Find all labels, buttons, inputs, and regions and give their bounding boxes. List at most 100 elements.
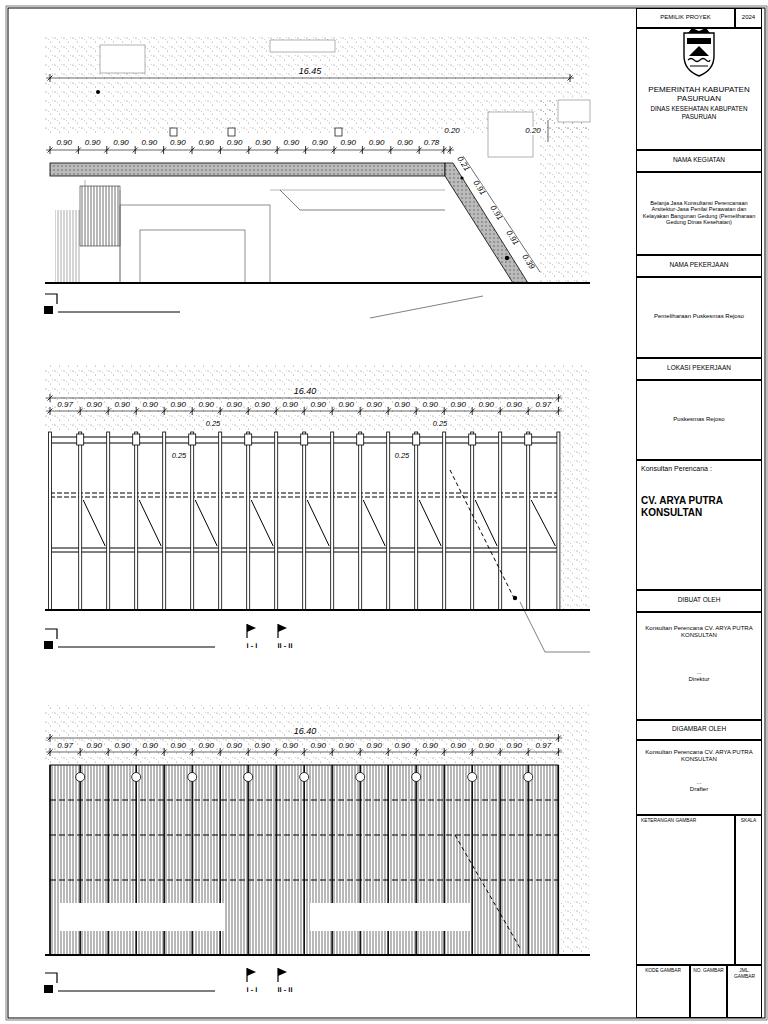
bolt-symbol (188, 773, 197, 782)
diagonal-brace (139, 500, 161, 546)
dimension-text: 16.40 (293, 727, 318, 736)
view-marker (44, 641, 53, 649)
dimension-text: 0.90 (368, 139, 386, 147)
post-cap (335, 128, 342, 136)
bolt-symbol (356, 773, 365, 782)
owner-block: PEMERINTAH KABUPATEN PASURUANDINAS KESEH… (636, 28, 762, 150)
dimension-text: 0.90 (169, 742, 187, 750)
ground-stipple (560, 765, 590, 955)
dimension-tick (246, 146, 251, 154)
dimension-text: 0.90 (449, 401, 467, 409)
hatched-wall (55, 210, 80, 283)
dimension-tick (358, 748, 363, 756)
dimension-tick (106, 407, 111, 415)
cell-subtext: ... (641, 779, 757, 786)
bolt-symbol (412, 773, 421, 782)
post-cap (228, 128, 235, 136)
dimension-tick (442, 748, 447, 756)
dimension-tick (442, 407, 447, 415)
dimension-text: 0.90 (55, 139, 73, 147)
dimension-text: 0.90 (112, 139, 130, 147)
header-cell: PEMILIK PROYEK (636, 8, 735, 28)
logo-band (687, 38, 711, 44)
cell-text: DIBUAT OLEH (641, 596, 757, 603)
header-cell: LOKASI PEKERJAAN (636, 358, 762, 380)
dimension-tick (78, 407, 83, 415)
fence-post (275, 432, 278, 610)
dimension-tick (104, 146, 109, 154)
fence-rail (50, 163, 445, 176)
section-mark: ii - ii (277, 986, 294, 994)
void-area (310, 903, 470, 931)
cell-text: PEMILIK PROYEK (641, 14, 730, 21)
fence-post (107, 432, 110, 610)
bolt-plate (133, 434, 140, 445)
dimension-tick (275, 146, 280, 154)
void-area (270, 40, 335, 52)
dimension-tick (48, 394, 53, 402)
dimension-text: 0.90 (84, 139, 102, 147)
dimension-text: 0.90 (113, 742, 131, 750)
dimension-tick (441, 146, 446, 154)
dimension-tick (134, 407, 139, 415)
bolt-symbol (132, 773, 141, 782)
dimension-text: 16.45 (298, 67, 323, 76)
bolt-plate (525, 434, 532, 445)
dimension-tick (48, 734, 53, 742)
cell-text: 2024 (738, 14, 759, 21)
code-cell: KODE GAMBAR (636, 965, 690, 1018)
cell-text: Pemeliharaan Puskesmas Rejoso (641, 313, 757, 320)
notes-cell: KETERANGAN GAMBAR (636, 815, 735, 965)
fence-post (331, 432, 334, 610)
dimension-tick (48, 748, 53, 756)
dimension-text: 0.90 (505, 401, 523, 409)
dimension-text: 0.90 (477, 742, 495, 750)
dimension-tick (190, 407, 195, 415)
dimension-text: 0.90 (421, 401, 439, 409)
survey-point (505, 256, 509, 260)
dimension-tick (162, 407, 167, 415)
fence-post (191, 432, 194, 610)
leader-line (370, 296, 483, 318)
dimension-text: 0.90 (225, 742, 243, 750)
dimension-text: 0.90 (505, 742, 523, 750)
header-cell: NAMA PEKERJAAN (636, 255, 762, 277)
cell-text: NAMA PEKERJAAN (641, 261, 757, 268)
dimension-text: 0.90 (449, 742, 467, 750)
dimension-tick (134, 748, 139, 756)
section-flag (278, 624, 287, 632)
dimension-tick (78, 748, 83, 756)
dimension-text: 0.97 (535, 742, 553, 750)
logo-base (690, 66, 708, 67)
fence-post (387, 432, 390, 610)
dimension-tick (417, 146, 422, 154)
diagonal-brace (307, 500, 329, 546)
dimension-text: 0.90 (226, 139, 244, 147)
dimension-tick (162, 748, 167, 756)
dimension-tick (133, 146, 138, 154)
fence-post (527, 432, 530, 610)
dimension-text: 0.20 (443, 127, 461, 135)
header-cell: NAMA KEGIATAN (636, 150, 762, 172)
dimension-tick (190, 146, 195, 154)
scale-cell: SKALA (735, 815, 762, 965)
dimension-tick (498, 748, 503, 756)
dimension-tick (330, 748, 335, 756)
signature-cell: Konsultan Perencana CV. ARYA PUTRA KONSU… (636, 740, 762, 815)
dimension-tick (246, 748, 251, 756)
dimension-tick (448, 146, 453, 154)
diagonal-brace (531, 500, 555, 546)
diagonal-brace (475, 500, 497, 546)
fence-post (471, 432, 474, 610)
dimension-text: 0.25 (171, 452, 188, 460)
fence-post (499, 432, 502, 610)
logo-mountain (689, 46, 709, 56)
cell-subtext: Drafter (641, 786, 757, 793)
cell-subtext: Direktur (641, 676, 757, 683)
cell-text: KETERANGAN GAMBAR (641, 818, 730, 824)
cell-text: Belanja Jasa Konsultansi Perencanaan Ars… (641, 200, 757, 226)
dimension-text: 0.97 (535, 401, 553, 409)
dimension-text: 0.90 (337, 742, 355, 750)
hatched-wall (80, 186, 120, 246)
dimension-text: 0.90 (309, 742, 327, 750)
